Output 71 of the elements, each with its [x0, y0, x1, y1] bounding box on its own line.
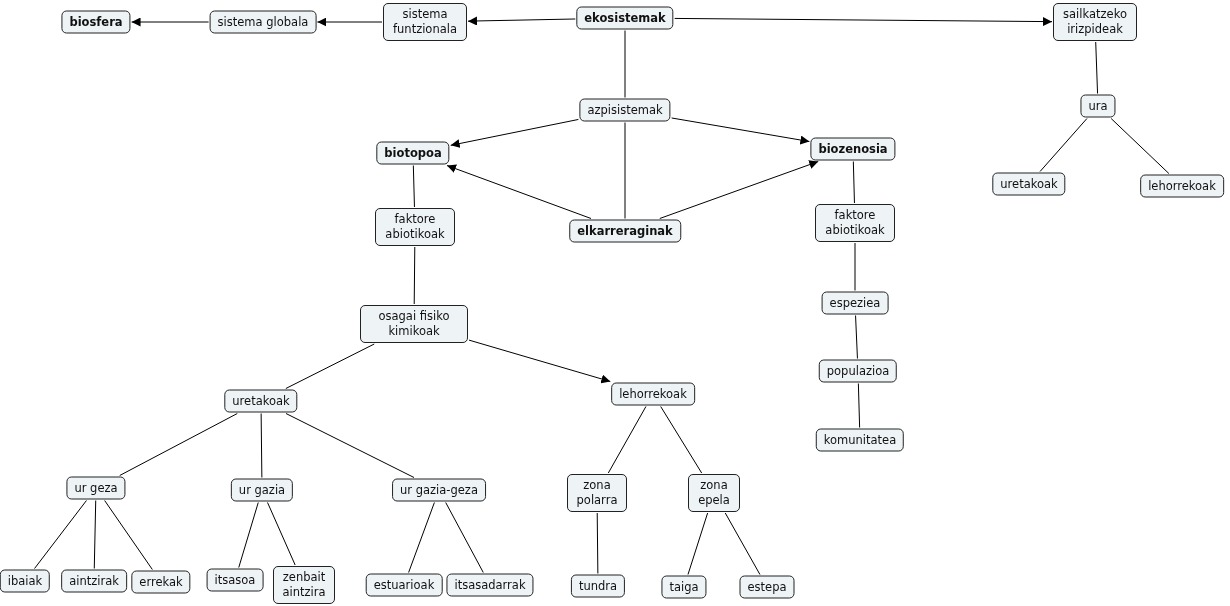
connector-line [624, 122, 626, 219]
connector-line [660, 406, 703, 474]
concept-box: ura [1080, 94, 1116, 118]
concept-box: itsasadarrak [446, 573, 534, 597]
concept-box: komunitatea [815, 428, 905, 452]
concept-box: populazioa [818, 359, 898, 383]
concept-box: aintzirak [61, 569, 127, 593]
concept-box: osagai fisiko kimikoak [360, 305, 468, 343]
connector-line [607, 406, 647, 474]
connector-line [724, 512, 761, 575]
concept-box: biosfera [61, 10, 131, 34]
concept-box: errekak [131, 570, 191, 594]
arrow [467, 16, 576, 26]
arrow [316, 17, 383, 27]
concept-box: espeziea [821, 291, 889, 315]
connector-line [854, 242, 856, 291]
connector-line [1039, 118, 1088, 172]
concept-box: lehorrekoak [1140, 174, 1224, 198]
connector-line [285, 413, 415, 478]
arrow [468, 339, 611, 384]
concept-box: ur gazia [230, 478, 294, 502]
concept-box: lehorrekoak [611, 382, 695, 406]
connector-line [238, 502, 259, 568]
concept-box: taiga [661, 575, 707, 599]
connector-line [34, 500, 87, 569]
concept-box: sistema funtzionala [383, 3, 467, 41]
arrow [131, 17, 210, 27]
connector-line [408, 502, 435, 573]
concept-box: sailkatzeko irizpideak [1053, 3, 1137, 41]
concept-box: tundra [570, 574, 626, 598]
connector-line [285, 343, 375, 389]
concept-box: faktore abiotikoak [375, 208, 455, 246]
concept-box: zona epela [688, 474, 740, 512]
arrow [674, 17, 1053, 27]
connector-line [267, 502, 296, 566]
concept-box: biozenosia [810, 137, 896, 161]
connector-line [260, 413, 263, 478]
connector-line [412, 165, 415, 208]
connector-line [855, 315, 858, 359]
concept-box: uretakoak [992, 172, 1066, 196]
concept-box: uretakoak [224, 389, 298, 413]
connector-line [857, 383, 861, 428]
connector-line [93, 500, 97, 569]
concept-box: ibaiak [0, 569, 51, 593]
connector-line [1110, 118, 1170, 174]
concept-box: zona polarra [567, 474, 627, 512]
connector-line [119, 413, 238, 476]
concept-box: azpisistemak [579, 98, 671, 122]
concept-box: zenbait aintzira [273, 566, 335, 604]
connector-line [596, 512, 599, 574]
connector-line [687, 512, 709, 575]
arrow [450, 118, 579, 148]
connector-line [852, 161, 855, 204]
concept-box: sistema globala [209, 10, 317, 34]
concept-box: estepa [739, 575, 795, 599]
concept-box: ekosistemak [576, 6, 674, 30]
concept-box: itsasoa [206, 568, 264, 592]
concept-box: biotopoa [376, 141, 450, 165]
connector-line [1095, 41, 1099, 94]
connector-line [104, 500, 153, 570]
concept-box: ur gazia-geza [392, 478, 486, 502]
arrow [659, 160, 819, 219]
concept-box: estuarioak [365, 573, 443, 597]
arrow [671, 117, 810, 145]
connector-line [413, 246, 416, 305]
arrow [446, 164, 592, 219]
connector-line [624, 30, 626, 98]
concept-box: ur geza [66, 476, 126, 500]
concept-box: elkarreraginak [569, 219, 681, 243]
concept-box: faktore abiotikoak [815, 204, 895, 242]
connector-line [445, 502, 484, 573]
